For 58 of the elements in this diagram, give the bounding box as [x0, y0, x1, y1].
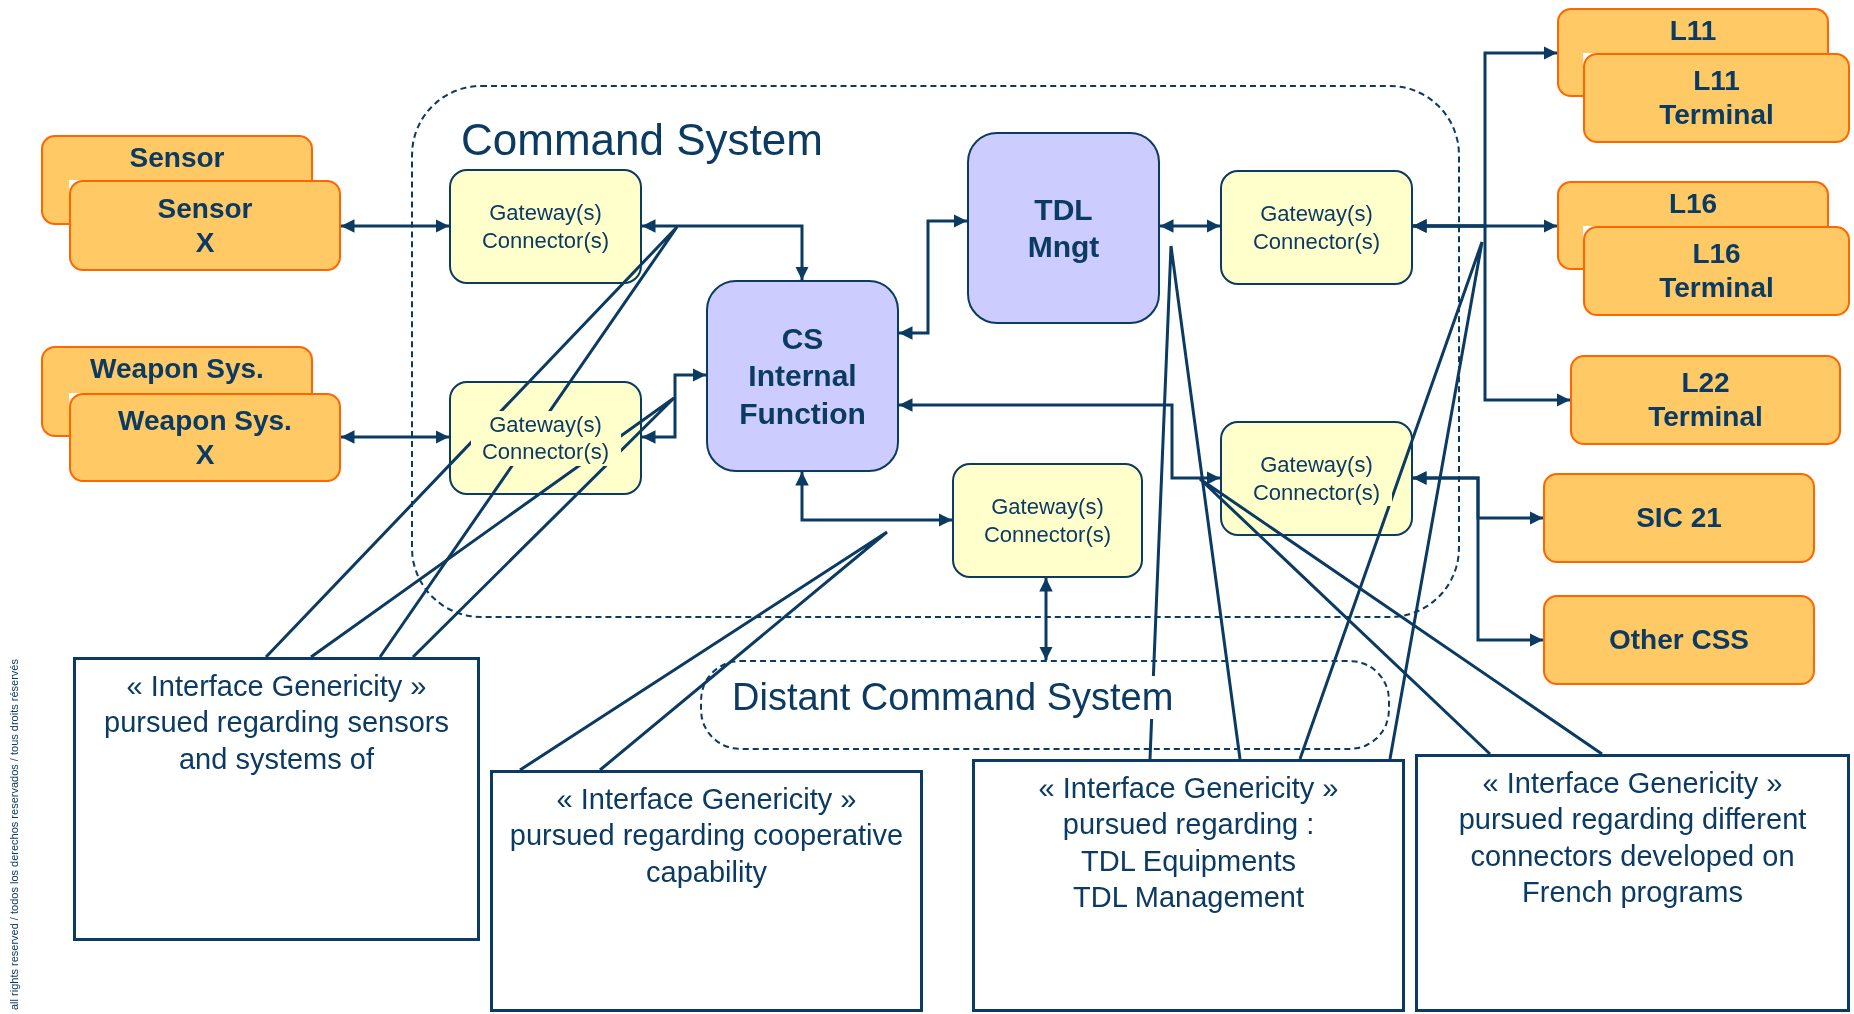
callout-box: [972, 759, 1405, 1012]
system-box: [69, 180, 341, 271]
function-box: [706, 280, 899, 472]
leader-line: [1298, 240, 1484, 760]
box-label: Other CSS: [1609, 623, 1749, 657]
connector-arrow: [1160, 219, 1220, 233]
leader-line: [1198, 477, 1603, 756]
callout-box: [1415, 754, 1850, 1012]
box-label: TDL Mngt: [1026, 191, 1101, 265]
connector-arrow: [899, 214, 967, 340]
box-label: Weapon Sys. X: [117, 403, 293, 472]
box-label: L16: [1668, 187, 1718, 221]
box-label: Sensor: [129, 141, 225, 175]
copyright-notice: all rights reserved / todos los derechos reservados / tous droits réservés: [8, 659, 20, 1010]
gateway-box: [1220, 421, 1413, 536]
leader-line: [1148, 244, 1242, 760]
box-label: L11 Terminal: [1658, 64, 1775, 132]
connector-arrow: [1413, 219, 1570, 407]
function-box: [967, 132, 1160, 324]
callout-text: « Interface Genericity » pursued regarding :: [1037, 771, 1340, 843]
gateway-box: [449, 381, 642, 495]
callout-text: TDL Management: [1072, 879, 1304, 915]
gateway-box: [952, 463, 1143, 578]
gateway-box: [449, 169, 642, 284]
callout-box: [73, 657, 480, 941]
connector-arrow: [642, 368, 706, 444]
callout-text: « Interface Genericity » pursued regarding different connectors developed on French programs: [1457, 766, 1808, 910]
leader-line: [519, 530, 889, 772]
box-label: CS Internal Function: [738, 320, 867, 432]
connector-arrow: [795, 472, 952, 527]
connector-arrow: [341, 430, 449, 444]
box-label: L22 Terminal: [1647, 366, 1764, 434]
system-box: [1583, 53, 1850, 143]
connector-arrow: [899, 398, 1220, 485]
box-label: L16 Terminal: [1658, 237, 1775, 305]
gateway-box: [1220, 170, 1413, 285]
system-boundary: [411, 85, 1460, 618]
system-box: [1583, 226, 1850, 316]
connector-arrow: [642, 219, 809, 280]
system-boundary: [700, 660, 1390, 750]
system-box: [69, 393, 341, 482]
box-label: Sensor X: [156, 191, 254, 260]
callout-box: [490, 770, 923, 1012]
leader-line: [264, 225, 679, 659]
connector-arrow: [341, 219, 449, 233]
system-box: [1570, 355, 1841, 445]
box-label: L11: [1669, 14, 1717, 48]
leader-line: [310, 396, 676, 659]
callout-text: « Interface Genericity » pursued regarding sensors and systems of: [103, 669, 450, 777]
connector-arrow: [1039, 578, 1053, 660]
box-label: Gateway(s) Connector(s): [470, 410, 621, 466]
system-box: [1543, 595, 1815, 685]
system-box: [1543, 473, 1815, 563]
connector-arrow: [1413, 471, 1543, 647]
callout-text: TDL Equipments: [1081, 843, 1296, 879]
box-label: SIC 21: [1636, 501, 1722, 535]
box-label: Weapon Sys.: [90, 352, 264, 386]
callout-text: « Interface Genericity » pursued regarding cooperative capability: [508, 782, 905, 890]
